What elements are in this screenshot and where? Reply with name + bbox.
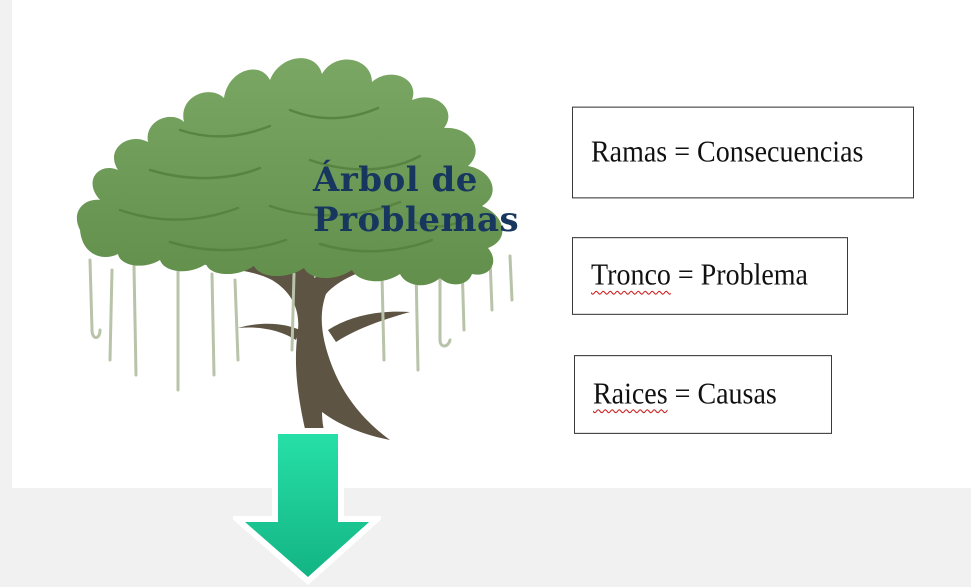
legend-separator: = xyxy=(670,258,701,293)
down-arrow-icon xyxy=(233,428,381,585)
diagram-title: Árbol de Problemas xyxy=(313,160,519,240)
legend-box-raices: Raices = Causas xyxy=(574,355,832,434)
tree-icon xyxy=(76,58,514,450)
legend-box-tronco: Tronco = Problema xyxy=(572,237,848,315)
tree-canopy xyxy=(76,58,503,286)
title-line-1: Árbol de xyxy=(313,160,478,200)
legend-box-ramas: Ramas = Consecuencias xyxy=(572,106,914,199)
legend-meaning: Consecuencias xyxy=(697,135,864,169)
legend-meaning: Problema xyxy=(700,258,808,293)
legend-meaning: Causas xyxy=(697,377,777,411)
legend-term: Tronco xyxy=(591,258,671,293)
legend-term: Raices xyxy=(593,377,668,411)
title-line-2: Problemas xyxy=(313,200,520,240)
legend-term: Ramas xyxy=(591,135,668,169)
legend-separator: = xyxy=(667,135,698,169)
legend-separator: = xyxy=(667,377,698,411)
